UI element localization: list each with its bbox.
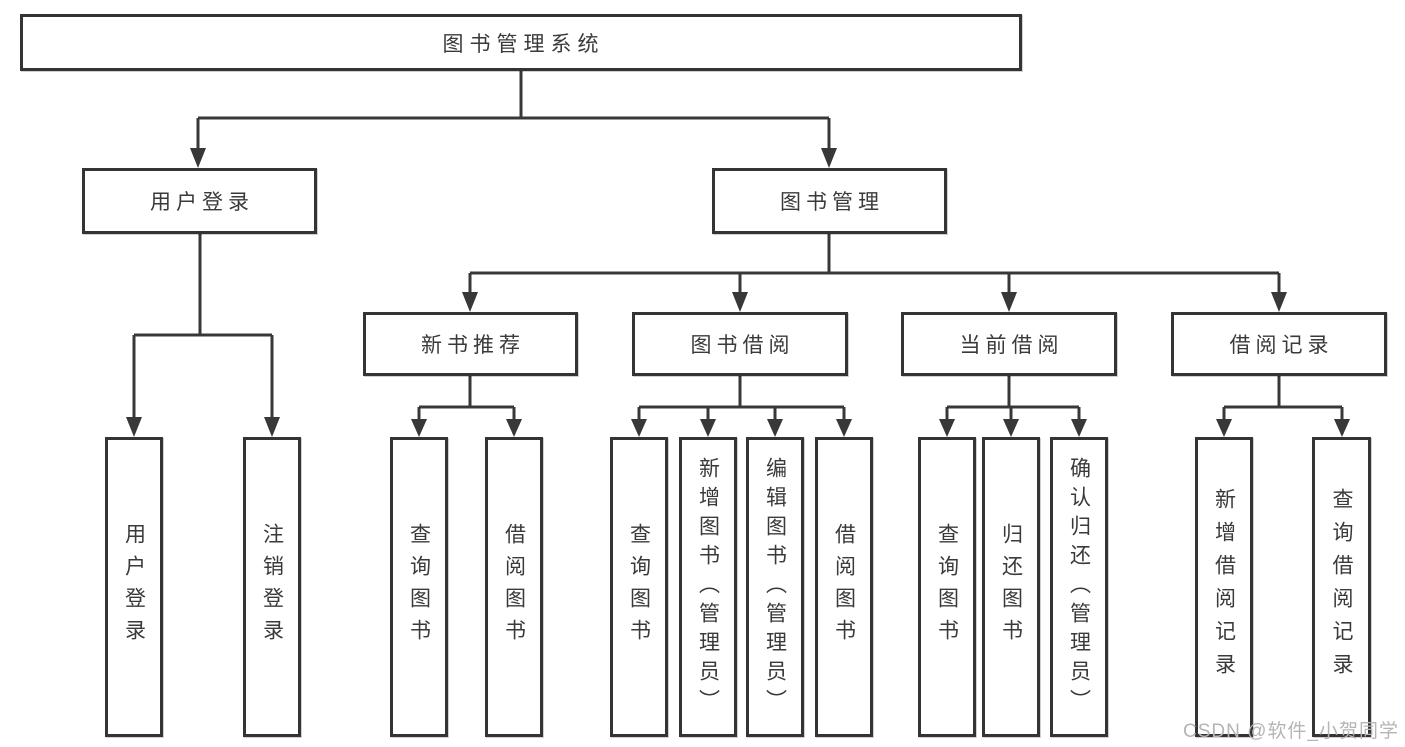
connector-new-book-children — [417, 376, 516, 421]
node-user-login: 用户登录 — [82, 168, 317, 234]
leaf-query-books-borrow: 查询图书 — [610, 437, 668, 737]
leaf-add-books-admin: 新增图书（管理员） — [679, 437, 737, 737]
leaf-query-borrow-record: 查询借阅记录 — [1312, 437, 1371, 737]
leaf-query-books-current: 查询图书 — [918, 437, 976, 737]
leaf-query-books-newbook: 查询图书 — [390, 437, 448, 737]
arrowhead-icon — [1071, 419, 1087, 437]
node-borrow-records: 借阅记录 — [1171, 312, 1387, 376]
arrowhead-icon — [506, 419, 522, 437]
node-current-borrow: 当前借阅 — [901, 312, 1117, 376]
arrowhead-icon — [732, 292, 748, 312]
connector-root-to-level2 — [196, 70, 831, 150]
node-root: 图书管理系统 — [20, 14, 1022, 71]
leaf-borrow-books: 借阅图书 — [815, 437, 873, 737]
leaf-confirm-return-admin: 确认归还（管理员） — [1050, 437, 1108, 737]
arrowhead-icon — [1216, 419, 1232, 437]
arrowhead-icon — [939, 419, 955, 437]
arrowhead-icon — [462, 292, 478, 312]
arrowhead-icon — [821, 148, 837, 168]
leaf-logout: 注销登录 — [243, 437, 301, 737]
arrowhead-icon — [1334, 419, 1350, 437]
arrowhead-icon — [631, 419, 647, 437]
leaf-return-books: 归还图书 — [982, 437, 1040, 737]
arrowhead-icon — [1271, 292, 1287, 312]
arrowhead-icon — [190, 148, 206, 168]
arrowhead-icon — [836, 419, 852, 437]
connector-current-borrow-children — [945, 376, 1081, 421]
leaf-borrow-books-newbook: 借阅图书 — [485, 437, 543, 737]
arrowhead-icon — [1001, 292, 1017, 312]
leaf-edit-books-admin: 编辑图书（管理员） — [746, 437, 804, 737]
arrowhead-icon — [264, 417, 280, 437]
arrowhead-icon — [411, 419, 427, 437]
leaf-add-borrow-record: 新增借阅记录 — [1195, 437, 1253, 737]
arrowhead-icon — [700, 419, 716, 437]
arrowhead-icon — [1003, 419, 1019, 437]
node-book-mgmt: 图书管理 — [712, 168, 947, 234]
node-book-borrow: 图书借阅 — [632, 312, 848, 376]
connector-borrow-records-children — [1222, 376, 1344, 421]
leaf-user-login: 用户登录 — [105, 437, 163, 737]
arrowhead-icon — [126, 417, 142, 437]
watermark: CSDN @软件_小贺同学 — [1183, 721, 1399, 742]
connector-user-login-children — [132, 233, 274, 419]
arrowhead-icon — [767, 419, 783, 437]
connector-book-mgmt-children — [468, 234, 1281, 294]
node-new-book: 新书推荐 — [363, 312, 578, 376]
connector-book-borrow-children — [637, 376, 846, 421]
